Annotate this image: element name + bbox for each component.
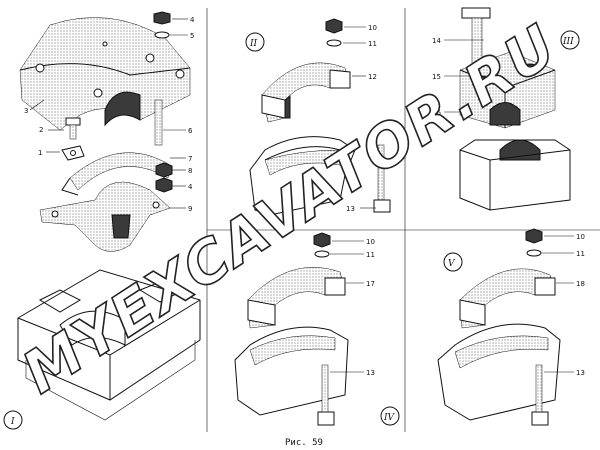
p4-callout-10: 10 xyxy=(366,238,375,246)
stud-part xyxy=(154,99,186,146)
p5-callout-18: 18 xyxy=(576,280,585,288)
p2-callout-10: 10 xyxy=(368,24,377,32)
callout-8: 8 xyxy=(188,167,192,175)
p2-callout-11: 11 xyxy=(368,40,377,48)
figure-caption: Рис. 59 xyxy=(285,438,323,448)
p3-callout-14: 14 xyxy=(432,37,441,45)
callout-2: 2 xyxy=(39,126,43,134)
bearing-base-part xyxy=(39,181,186,252)
p4-callout-11: 11 xyxy=(366,251,375,259)
panel-5: V 10 11 18 13 xyxy=(437,228,585,426)
panel-2: II 10 11 12 13 xyxy=(245,18,391,216)
panel-1-numeral-circle xyxy=(3,410,23,430)
panel-2-numeral-circle xyxy=(245,32,265,52)
panel-2-numeral: II xyxy=(249,39,258,49)
p3-callout-16: 16 xyxy=(432,109,441,117)
p2-callout-13: 13 xyxy=(346,205,355,213)
panel-1: 3 2 1 4 5 6 7 8 4 9 I xyxy=(3,11,201,430)
nut-washer-top xyxy=(153,11,188,39)
p5-callout-10: 10 xyxy=(576,233,585,241)
lock-plate-part xyxy=(46,145,85,161)
panel-3: III 14 15 16 xyxy=(432,7,580,211)
panel-5-numeral-circle xyxy=(443,252,463,272)
callout-3: 3 xyxy=(24,107,28,115)
panel-4-numeral: IV xyxy=(383,413,396,423)
p4-callout-17: 17 xyxy=(366,280,375,288)
callout-leaders-left xyxy=(29,99,45,111)
bolt-part xyxy=(48,117,81,140)
callout-4b: 4 xyxy=(188,183,193,191)
callout-1: 1 xyxy=(38,149,42,157)
panel-4: IV 10 11 17 13 xyxy=(234,232,400,426)
panel-3-numeral: III xyxy=(562,37,574,47)
panel-1-numeral: I xyxy=(10,417,15,427)
callout-5: 5 xyxy=(190,32,194,40)
p2-callout-12: 12 xyxy=(368,73,377,81)
liner-part xyxy=(61,152,186,196)
panel-4-numeral-circle xyxy=(380,406,400,426)
nut-washer-middle xyxy=(155,162,186,193)
panel-5-numeral: V xyxy=(448,259,456,269)
callout-4a: 4 xyxy=(190,16,195,24)
panel-3-numeral-circle xyxy=(560,30,580,50)
callout-6: 6 xyxy=(188,127,193,135)
p5-callout-11: 11 xyxy=(576,250,585,258)
p4-callout-13: 13 xyxy=(366,369,375,377)
housing-part xyxy=(17,269,201,421)
callout-9: 9 xyxy=(188,205,192,213)
p3-callout-15: 15 xyxy=(432,73,441,81)
bearing-cap-part xyxy=(19,17,191,131)
callout-7: 7 xyxy=(188,155,192,163)
p5-callout-13: 13 xyxy=(576,369,585,377)
